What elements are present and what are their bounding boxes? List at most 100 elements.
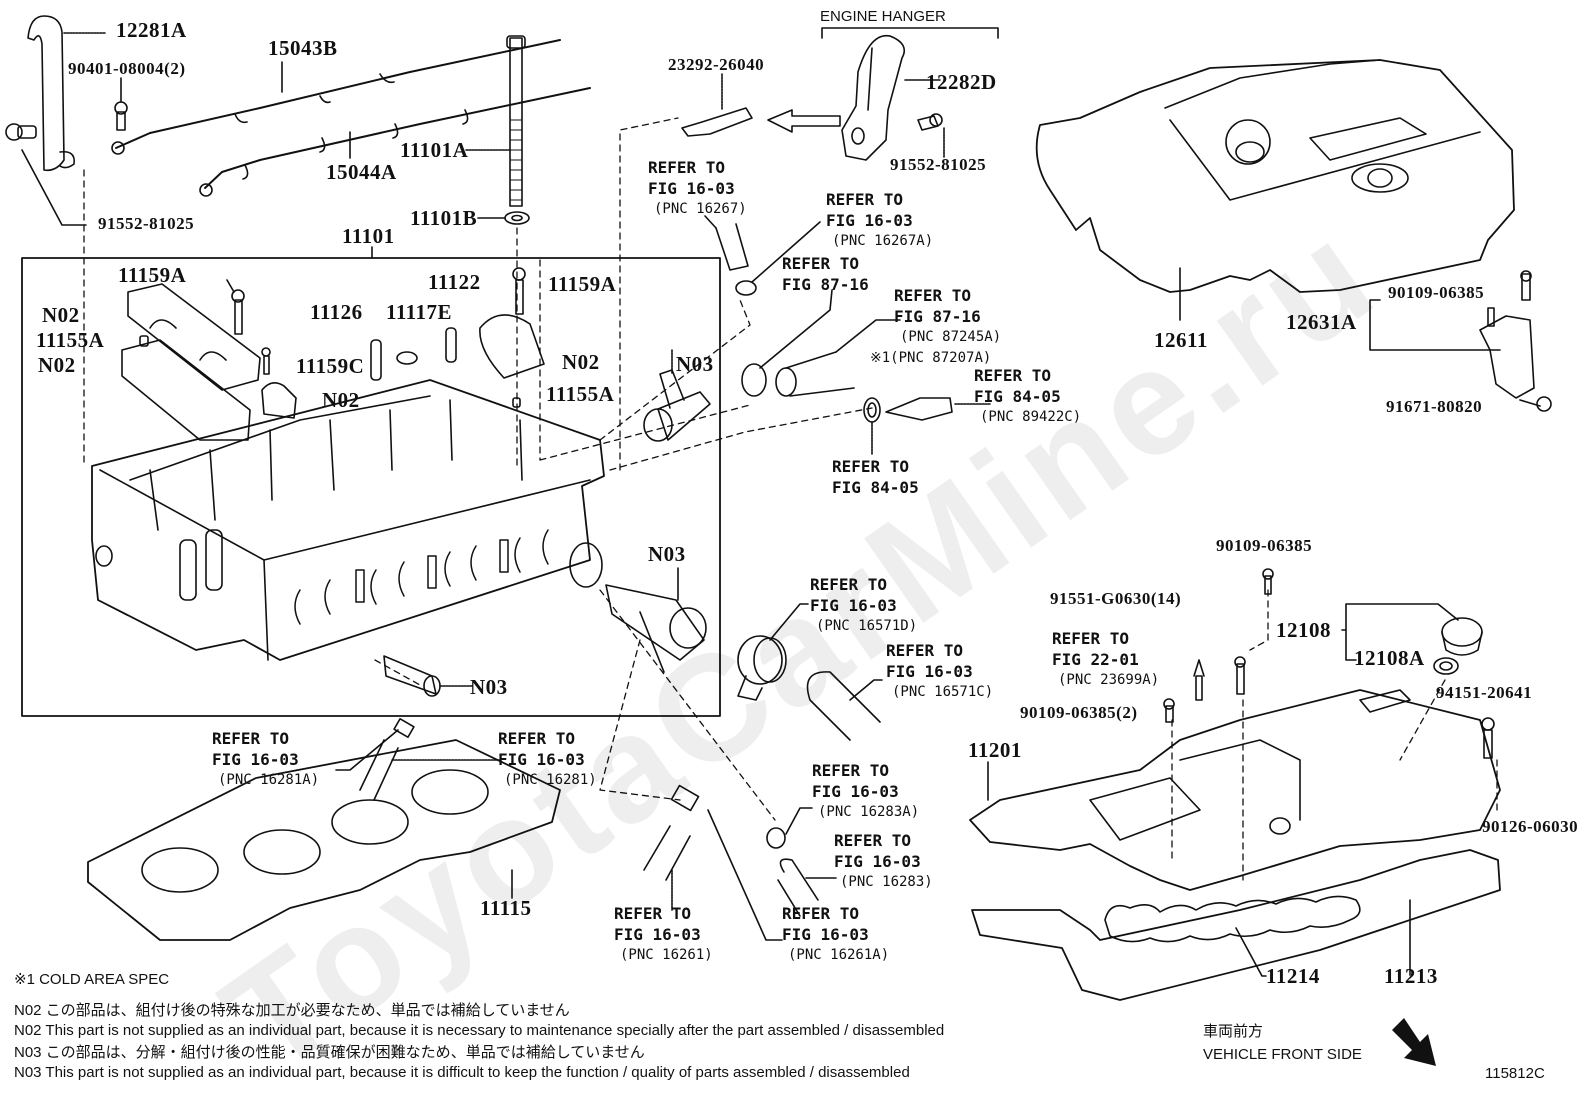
plug-tube-gasket-11214 xyxy=(1104,895,1361,977)
reference-line2: FIG 16-03 xyxy=(614,925,701,944)
reference-pnc: (PNC 16267) xyxy=(654,201,747,217)
figure-id: 115812C xyxy=(1485,1065,1545,1082)
bolts-11159 xyxy=(226,267,526,375)
part-label-12108A[interactable]: 12108A xyxy=(1354,646,1425,670)
part-label-11115[interactable]: 11115 xyxy=(480,896,532,920)
reference-line1: REFER TO xyxy=(894,286,972,305)
part-label-11159C[interactable]: 11159C xyxy=(296,354,365,378)
reference-pnc: (PNC 16571D) xyxy=(816,618,918,634)
hose-16261 xyxy=(643,784,783,941)
part-label-11155A-left[interactable]: 11155A xyxy=(36,328,105,352)
cover-gasket-11213 xyxy=(971,849,1501,1001)
hose-clamp-16571D xyxy=(737,603,809,701)
part-label-15043B[interactable]: 15043B xyxy=(268,36,338,60)
reference-line2: FIG 84-05 xyxy=(832,478,919,497)
engine-cover-12611 xyxy=(1035,59,1515,321)
fuel-pipe-15043B xyxy=(111,39,561,155)
reference-callout-16571D[interactable]: REFER TO FIG 16-03 (PNC 16571D) xyxy=(810,574,917,637)
fuel-injector-23292 xyxy=(681,73,753,137)
part-label-15044A[interactable]: 15044A xyxy=(326,160,397,184)
reference-callout-16283A[interactable]: REFER TO FIG 16-03 (PNC 16283A) xyxy=(812,760,919,823)
part-label-12108[interactable]: 12108 xyxy=(1276,618,1331,642)
part-label-12611[interactable]: 12611 xyxy=(1154,328,1208,352)
part-label-11101A[interactable]: 11101A xyxy=(400,138,469,162)
washer-11101B xyxy=(477,211,530,225)
part-label-n02-1[interactable]: N02 xyxy=(42,303,80,327)
part-label-12282D[interactable]: 12282D xyxy=(926,70,997,94)
camshaft-bearing-cap-right xyxy=(479,314,545,379)
reference-line1: REFER TO xyxy=(648,158,726,177)
water-outlet-n03-upper xyxy=(643,349,711,442)
reference-line1: REFER TO xyxy=(498,729,576,748)
part-label-90109-06385-top[interactable]: 90109-06385 xyxy=(1388,283,1485,302)
part-label-91552-81025-right[interactable]: 91552-81025 xyxy=(890,155,987,174)
part-label-90401-08004[interactable]: 90401-08004(2) xyxy=(68,59,186,78)
part-label-11159A-left[interactable]: 11159A xyxy=(118,263,187,287)
reference-line1: REFER TO xyxy=(812,761,890,780)
part-label-n03-2[interactable]: N03 xyxy=(648,542,686,566)
part-label-11117E[interactable]: 11117E xyxy=(386,300,453,324)
reference-line1: REFER TO xyxy=(826,190,904,209)
part-label-n02-2[interactable]: N02 xyxy=(38,353,76,377)
part-label-n02-3[interactable]: N02 xyxy=(562,350,600,374)
part-label-n03-1[interactable]: N03 xyxy=(676,352,714,376)
cover-bracket-12631A xyxy=(1369,270,1552,412)
clamp-87-16 xyxy=(741,289,833,397)
stud-bolt-91552-left xyxy=(5,123,87,226)
part-label-11126[interactable]: 11126 xyxy=(310,300,363,324)
fitting-n03-bottom xyxy=(383,655,473,697)
part-label-11201[interactable]: 11201 xyxy=(968,738,1022,762)
cylinder-head-cover-11201 xyxy=(969,568,1501,891)
part-label-94151-20641[interactable]: 94151-20641 xyxy=(1436,683,1533,702)
reference-pnc: (PNC 89422C) xyxy=(980,409,1082,425)
clamp-16267A xyxy=(735,221,821,296)
reference-pnc: (PNC 16261A) xyxy=(788,947,890,963)
reference-line1: REFER TO xyxy=(782,254,860,273)
arrow-left-icon xyxy=(767,109,841,133)
part-label-12631A[interactable]: 12631A xyxy=(1286,310,1357,334)
reference-callout-16281[interactable]: REFER TO FIG 16-03 (PNC 16281) xyxy=(498,728,597,791)
part-label-11159A-right[interactable]: 11159A xyxy=(548,272,617,296)
hose-87245A xyxy=(775,319,901,397)
part-label-12281A[interactable]: 12281A xyxy=(116,18,187,42)
reference-pnc: (PNC 16281) xyxy=(504,772,597,788)
part-label-23292-26040[interactable]: 23292-26040 xyxy=(668,55,765,74)
cylinder-head-group-frame xyxy=(21,257,721,717)
part-label-90126-06030[interactable]: 90126-06030 xyxy=(1482,817,1579,836)
part-label-n02-4[interactable]: N02 xyxy=(322,388,360,412)
engine-hanger-12282D xyxy=(841,34,945,161)
part-label-90109-06385-mid[interactable]: 90109-06385 xyxy=(1216,536,1313,555)
reference-line1: REFER TO xyxy=(974,366,1052,385)
part-label-90109-06385-2[interactable]: 90109-06385(2) xyxy=(1020,703,1138,722)
part-label-11101B[interactable]: 11101B xyxy=(410,206,478,230)
reference-callout-16283[interactable]: REFER TO FIG 16-03 (PNC 16283) xyxy=(834,830,933,893)
reference-callout-16281A[interactable]: REFER TO FIG 16-03 (PNC 16281A) xyxy=(212,728,319,791)
part-label-11122[interactable]: 11122 xyxy=(428,270,481,294)
part-label-n03-3[interactable]: N03 xyxy=(470,675,508,699)
part-label-11213[interactable]: 11213 xyxy=(1384,964,1438,988)
head-gasket-11115 xyxy=(87,739,561,941)
part-label-91551-G0630[interactable]: 91551-G0630(14) xyxy=(1050,589,1182,608)
reference-callout-87245A[interactable]: REFER TO FIG 87-16 (PNC 87245A) ※1(PNC 8… xyxy=(870,285,1001,369)
part-label-91552-81025-left[interactable]: 91552-81025 xyxy=(98,214,195,233)
reference-callout-89422C[interactable]: REFER TO FIG 84-05 (PNC 89422C) xyxy=(974,365,1081,428)
reference-line2: FIG 87-16 xyxy=(782,275,869,294)
reference-callout-16571C[interactable]: REFER TO FIG 16-03 (PNC 16571C) xyxy=(886,640,993,703)
reference-callout-16261[interactable]: REFER TO FIG 16-03 (PNC 16261) xyxy=(614,903,713,966)
reference-callout-84-05[interactable]: REFER TO FIG 84-05 xyxy=(832,456,919,498)
reference-line1: REFER TO xyxy=(614,904,692,923)
reference-callout-87-16[interactable]: REFER TO FIG 87-16 xyxy=(782,253,869,295)
reference-pnc: (PNC 16283) xyxy=(840,874,933,890)
reference-callout-23699A[interactable]: REFER TO FIG 22-01 (PNC 23699A) xyxy=(1052,628,1159,691)
part-label-91671-80820[interactable]: 91671-80820 xyxy=(1386,397,1483,416)
camshaft-bearing-cap-small xyxy=(261,382,297,419)
part-label-11214[interactable]: 11214 xyxy=(1266,964,1320,988)
part-label-11155A-right[interactable]: 11155A xyxy=(546,382,615,406)
part-label-11101[interactable]: 11101 xyxy=(342,224,395,248)
reference-callout-16267[interactable]: REFER TO FIG 16-03 (PNC 16267) xyxy=(648,157,747,220)
cylinder-head-block xyxy=(91,379,605,661)
reference-line2: FIG 87-16 xyxy=(894,307,981,326)
reference-callout-16261A[interactable]: REFER TO FIG 16-03 (PNC 16261A) xyxy=(782,903,889,966)
reference-callout-16267A[interactable]: REFER TO FIG 16-03 (PNC 16267A) xyxy=(826,189,933,252)
